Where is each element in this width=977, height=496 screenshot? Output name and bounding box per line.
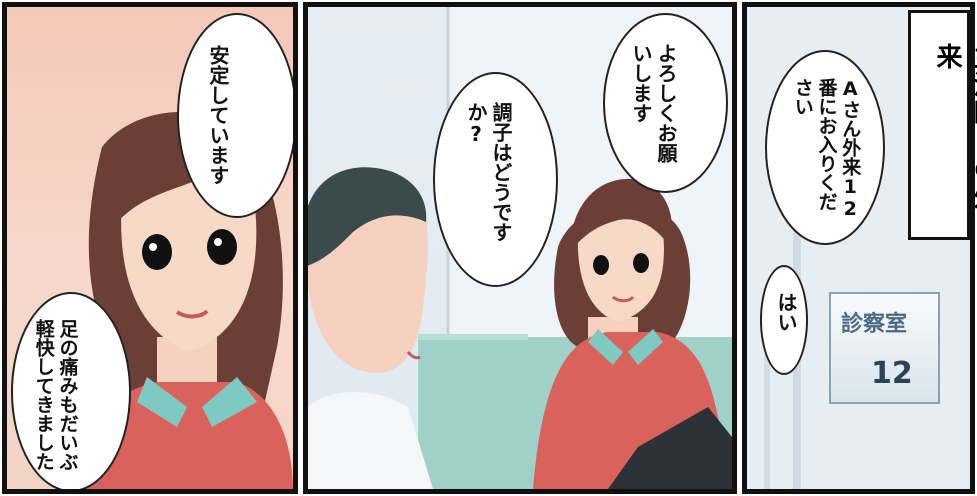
- speech-bubble-reply: [760, 265, 808, 375]
- panel-middle: 調子はどうですか? よろしくお願いします: [303, 2, 737, 494]
- caption-text: 主治医との外来: [932, 43, 977, 211]
- speech-text-call: Aさん外来12番にお入りください: [791, 78, 862, 220]
- speech-text-stable: 安定しています: [206, 45, 230, 185]
- speech-bubble-stable: [177, 13, 293, 218]
- speech-text-reply: はい: [774, 292, 798, 332]
- exam-room-sign-number: 12: [871, 356, 913, 391]
- panel-left: 安定しています 足の痛みもだいぶ軽快してきました: [2, 2, 298, 494]
- speech-bubble-call: [765, 50, 885, 245]
- speech-bubble-leg-pain: [11, 292, 131, 489]
- exam-room-sign-label: 診察室: [841, 312, 908, 337]
- exam-room-sign: 診察室 12: [829, 292, 940, 404]
- speech-bubble-doctor: [433, 72, 558, 287]
- speech-bubble-patient: [603, 13, 728, 193]
- speech-text-patient: よろしくお願いします: [629, 43, 678, 163]
- speech-text-leg-pain: 足の痛みもだいぶ軽快してきました: [32, 319, 79, 471]
- caption-box: 主治医との外来: [908, 10, 977, 240]
- speech-text-doctor: 調子はどうですか?: [464, 102, 513, 242]
